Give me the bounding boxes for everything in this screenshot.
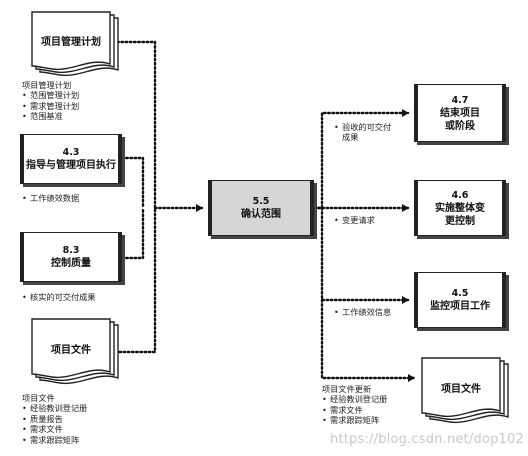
list-item: 质量报告	[22, 414, 87, 425]
list-item: 工作绩效信息	[334, 307, 391, 318]
line-proc83	[120, 206, 145, 260]
watermark: https://blog.csdn.net/dop102	[330, 432, 524, 447]
process-4-6-number: 4.6	[451, 189, 469, 201]
process-4-7-name: 结束项目或阶段	[440, 107, 480, 132]
list-item: 需求跟踪矩阵	[22, 435, 87, 446]
line-doc1	[111, 40, 157, 210]
list-item: 需求文件	[322, 405, 387, 416]
doc1-notes-head: 项目管理计划	[22, 80, 72, 90]
process-4-3-number: 4.3	[62, 147, 80, 158]
process-4-5-number: 4.5	[451, 288, 469, 299]
doc1-notes: 项目管理计划 范围管理计划 需求管理计划 范围基准	[22, 80, 79, 122]
process-5-5-box: 5.5 确认范围	[208, 180, 314, 236]
list-item: 工作绩效数据	[22, 193, 79, 204]
list-item: 需求管理计划	[22, 101, 79, 112]
doc2-notes-list: 经验教训登记册 质量报告 需求文件 需求跟踪矩阵	[22, 403, 87, 445]
process-4-6-box: 4.6 实施整体变更控制	[414, 180, 506, 236]
list-item: 验收的可交付成果	[334, 122, 396, 143]
process-4-3-box: 4.3 指导与管理项目执行	[20, 134, 122, 184]
process-8-3-box: 8.3 控制质量	[20, 232, 122, 282]
doc3-notes-head: 项目文件更新	[322, 384, 372, 394]
process-4-5-name: 监控项目工作	[430, 301, 490, 312]
doc1-label: 项目管理计划	[41, 37, 101, 48]
process-4-6-name: 实施整体变更控制	[435, 202, 485, 227]
doc2-shape-front	[31, 318, 111, 379]
doc2-notes: 项目文件 经验教训登记册 质量报告 需求文件 需求跟踪矩阵	[22, 393, 87, 445]
process-4-7-box: 4.7 结束项目或阶段	[414, 84, 506, 142]
process-4-7-note: 验收的可交付成果	[334, 122, 396, 143]
list-item: 核实的可交付成果	[22, 292, 96, 303]
doc2-label: 项目文件	[51, 345, 91, 356]
doc3-shape-front	[421, 357, 501, 418]
line-doc2	[109, 206, 157, 354]
process-4-5-note: 工作绩效信息	[334, 307, 391, 318]
list-item: 经验教训登记册	[322, 394, 387, 405]
doc1-notes-list: 范围管理计划 需求管理计划 范围基准	[22, 90, 79, 122]
list-item: 范围管理计划	[22, 90, 79, 101]
process-8-3-name: 控制质量	[51, 258, 91, 269]
list-item: 需求跟踪矩阵	[322, 415, 387, 426]
process-8-3-number: 8.3	[62, 245, 80, 256]
doc3-notes-list: 经验教训登记册 需求文件 需求跟踪矩阵	[322, 394, 387, 426]
line-center-to-doc3	[320, 298, 416, 382]
list-item: 经验教训登记册	[22, 403, 87, 414]
doc3-label: 项目文件	[441, 384, 481, 395]
process-4-6-note: 变更请求	[334, 215, 375, 226]
doc3-notes: 项目文件更新 经验教训登记册 需求文件 需求跟踪矩阵	[322, 384, 387, 426]
doc1-shape-front	[31, 11, 111, 71]
process-5-5-name: 确认范围	[241, 209, 281, 220]
process-8-3-note: 核实的可交付成果	[22, 292, 96, 303]
list-item: 需求文件	[22, 424, 87, 435]
process-4-7-number: 4.7	[451, 94, 469, 106]
process-4-5-box: 4.5 监控项目工作	[414, 272, 506, 328]
process-4-3-name: 指导与管理项目执行	[26, 160, 116, 171]
doc2-notes-head: 项目文件	[22, 393, 55, 403]
process-4-3-note: 工作绩效数据	[22, 193, 79, 204]
list-item: 范围基准	[22, 111, 79, 122]
line-proc43	[120, 156, 145, 210]
list-item: 变更请求	[334, 215, 375, 226]
process-5-5-number: 5.5	[252, 196, 270, 207]
